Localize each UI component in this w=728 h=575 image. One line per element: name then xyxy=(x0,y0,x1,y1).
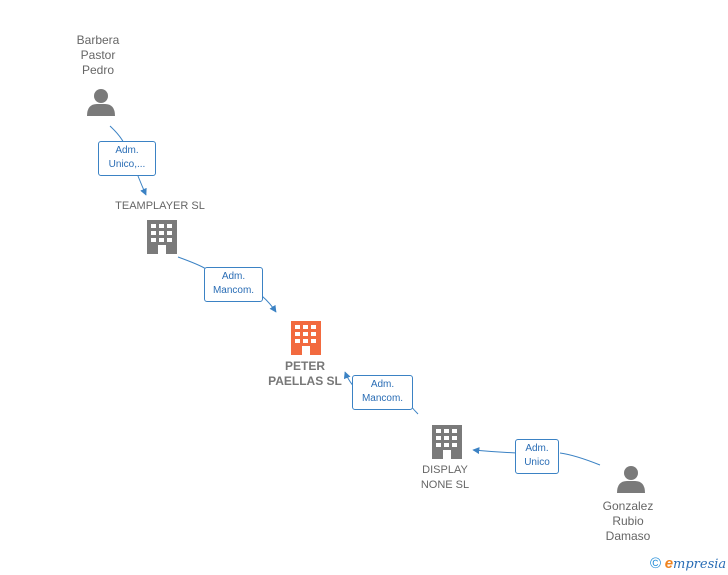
building-icon[interactable] xyxy=(432,425,462,459)
edge-gonzalez-display xyxy=(473,450,601,466)
node-label-peter[interactable]: PETER PAELLAS SL xyxy=(268,359,342,388)
brand-rest: mpresia xyxy=(673,557,727,572)
node-label-gonzalez[interactable]: Gonzalez Rubio Damaso xyxy=(602,499,654,543)
node-label-teamplayer[interactable]: TEAMPLAYER SL xyxy=(115,200,205,212)
edge-label-adm-unico[interactable]: Adm. Unico,... xyxy=(98,141,156,176)
brand-e: e xyxy=(664,555,674,572)
edge-label-adm-mancom[interactable]: Adm. Mancom. xyxy=(204,267,263,302)
building-icon[interactable] xyxy=(147,220,177,254)
node-label-display[interactable]: DISPLAY NONE SL xyxy=(420,464,470,491)
edge-label-adm-unico[interactable]: Adm. Unico xyxy=(515,439,559,474)
node-label-barbera[interactable]: Barbera Pastor Pedro xyxy=(76,33,120,77)
empresia-logo: © empresia xyxy=(650,555,726,573)
building-icon[interactable] xyxy=(291,321,321,355)
person-icon[interactable] xyxy=(87,89,115,116)
copyright-symbol: © xyxy=(650,555,662,572)
edge-label-adm-mancom[interactable]: Adm. Mancom. xyxy=(352,375,413,410)
person-icon[interactable] xyxy=(617,466,645,493)
